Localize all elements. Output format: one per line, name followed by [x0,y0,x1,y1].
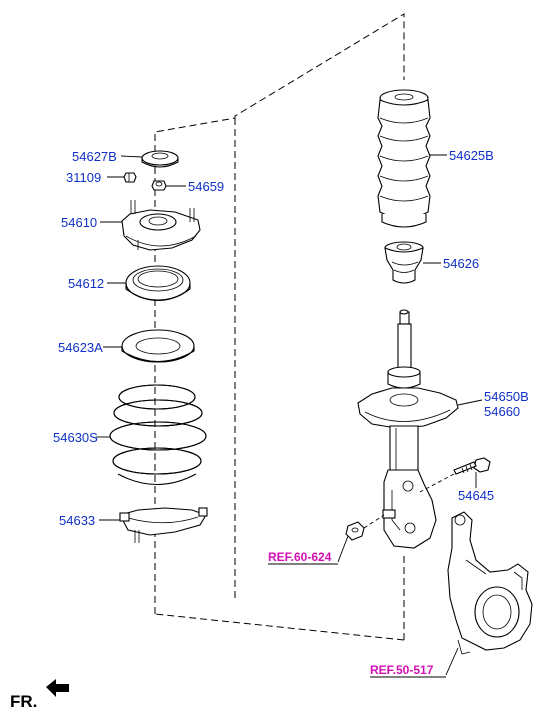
coil-spring[interactable] [109,384,207,486]
ref-knuckle[interactable]: REF.50-517 [370,663,434,677]
dust-boot[interactable] [377,89,431,228]
strut-assembly[interactable] [357,309,459,549]
upper-spring-pad[interactable] [121,329,195,363]
label-coil-spring: 54630S [53,430,98,445]
label-strut-assy-2: 54660 [484,404,520,419]
strut-mount[interactable] [121,200,201,251]
lower-spring-pad[interactable] [119,507,208,543]
label-strut-mount: 54610 [61,215,97,230]
ref-knuckle-bolt[interactable]: REF.60-624 [268,550,332,564]
bolt[interactable] [453,457,491,475]
label-nut-54659: 54659 [188,179,224,194]
label-nut-31109: 31109 [66,170,101,185]
label-bearing: 54612 [68,276,104,291]
front-indicator-label: FR. [10,692,37,711]
bearing[interactable] [125,265,191,301]
nut-31109[interactable] [123,172,137,183]
label-top-mount-cap: 54627B [72,149,117,164]
knuckle-nut[interactable] [345,521,365,541]
top-mount-cap[interactable] [141,150,179,168]
bump-stopper[interactable] [384,241,424,284]
steering-knuckle[interactable] [447,511,533,655]
assembly-boundary [154,13,405,641]
label-lower-spring-pad: 54633 [59,513,95,528]
nut-54659[interactable] [151,180,167,191]
label-bump-stopper: 54626 [443,256,479,271]
label-upper-spring-pad: 54623A [58,340,103,355]
front-arrow-icon [46,679,69,697]
label-bolt: 54645 [458,488,494,503]
label-strut-assy-1: 54650B [484,389,529,404]
label-dust-boot: 54625B [449,148,494,163]
